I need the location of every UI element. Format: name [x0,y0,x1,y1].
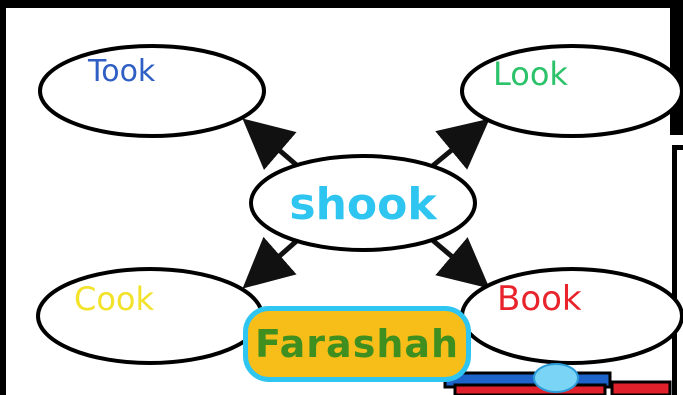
inner-panel-top [672,145,683,150]
node-look-label: Look [493,55,568,93]
watermark-banner: Farashah [243,306,471,382]
edge-shook-cook [242,236,302,289]
watermark-text: Farashah [254,322,460,366]
node-took-label: Took [87,54,156,89]
decor-red-block [453,383,607,395]
edge-shook-look [428,118,490,170]
edge-shook-took [242,118,302,171]
frame-right [670,0,683,135]
node-cook-label: Cook [74,280,155,318]
node-took [38,44,266,138]
node-look [460,44,683,138]
node-book-label: Book [497,279,582,319]
node-shook-label: shook [289,179,438,230]
decor-cap-icon [533,363,579,393]
decor-red-corner [610,380,672,395]
inner-panel-left [672,145,677,395]
frame-left [0,0,6,395]
edge-shook-book [428,236,490,289]
node-shook [249,154,477,252]
frame-top [0,0,683,8]
